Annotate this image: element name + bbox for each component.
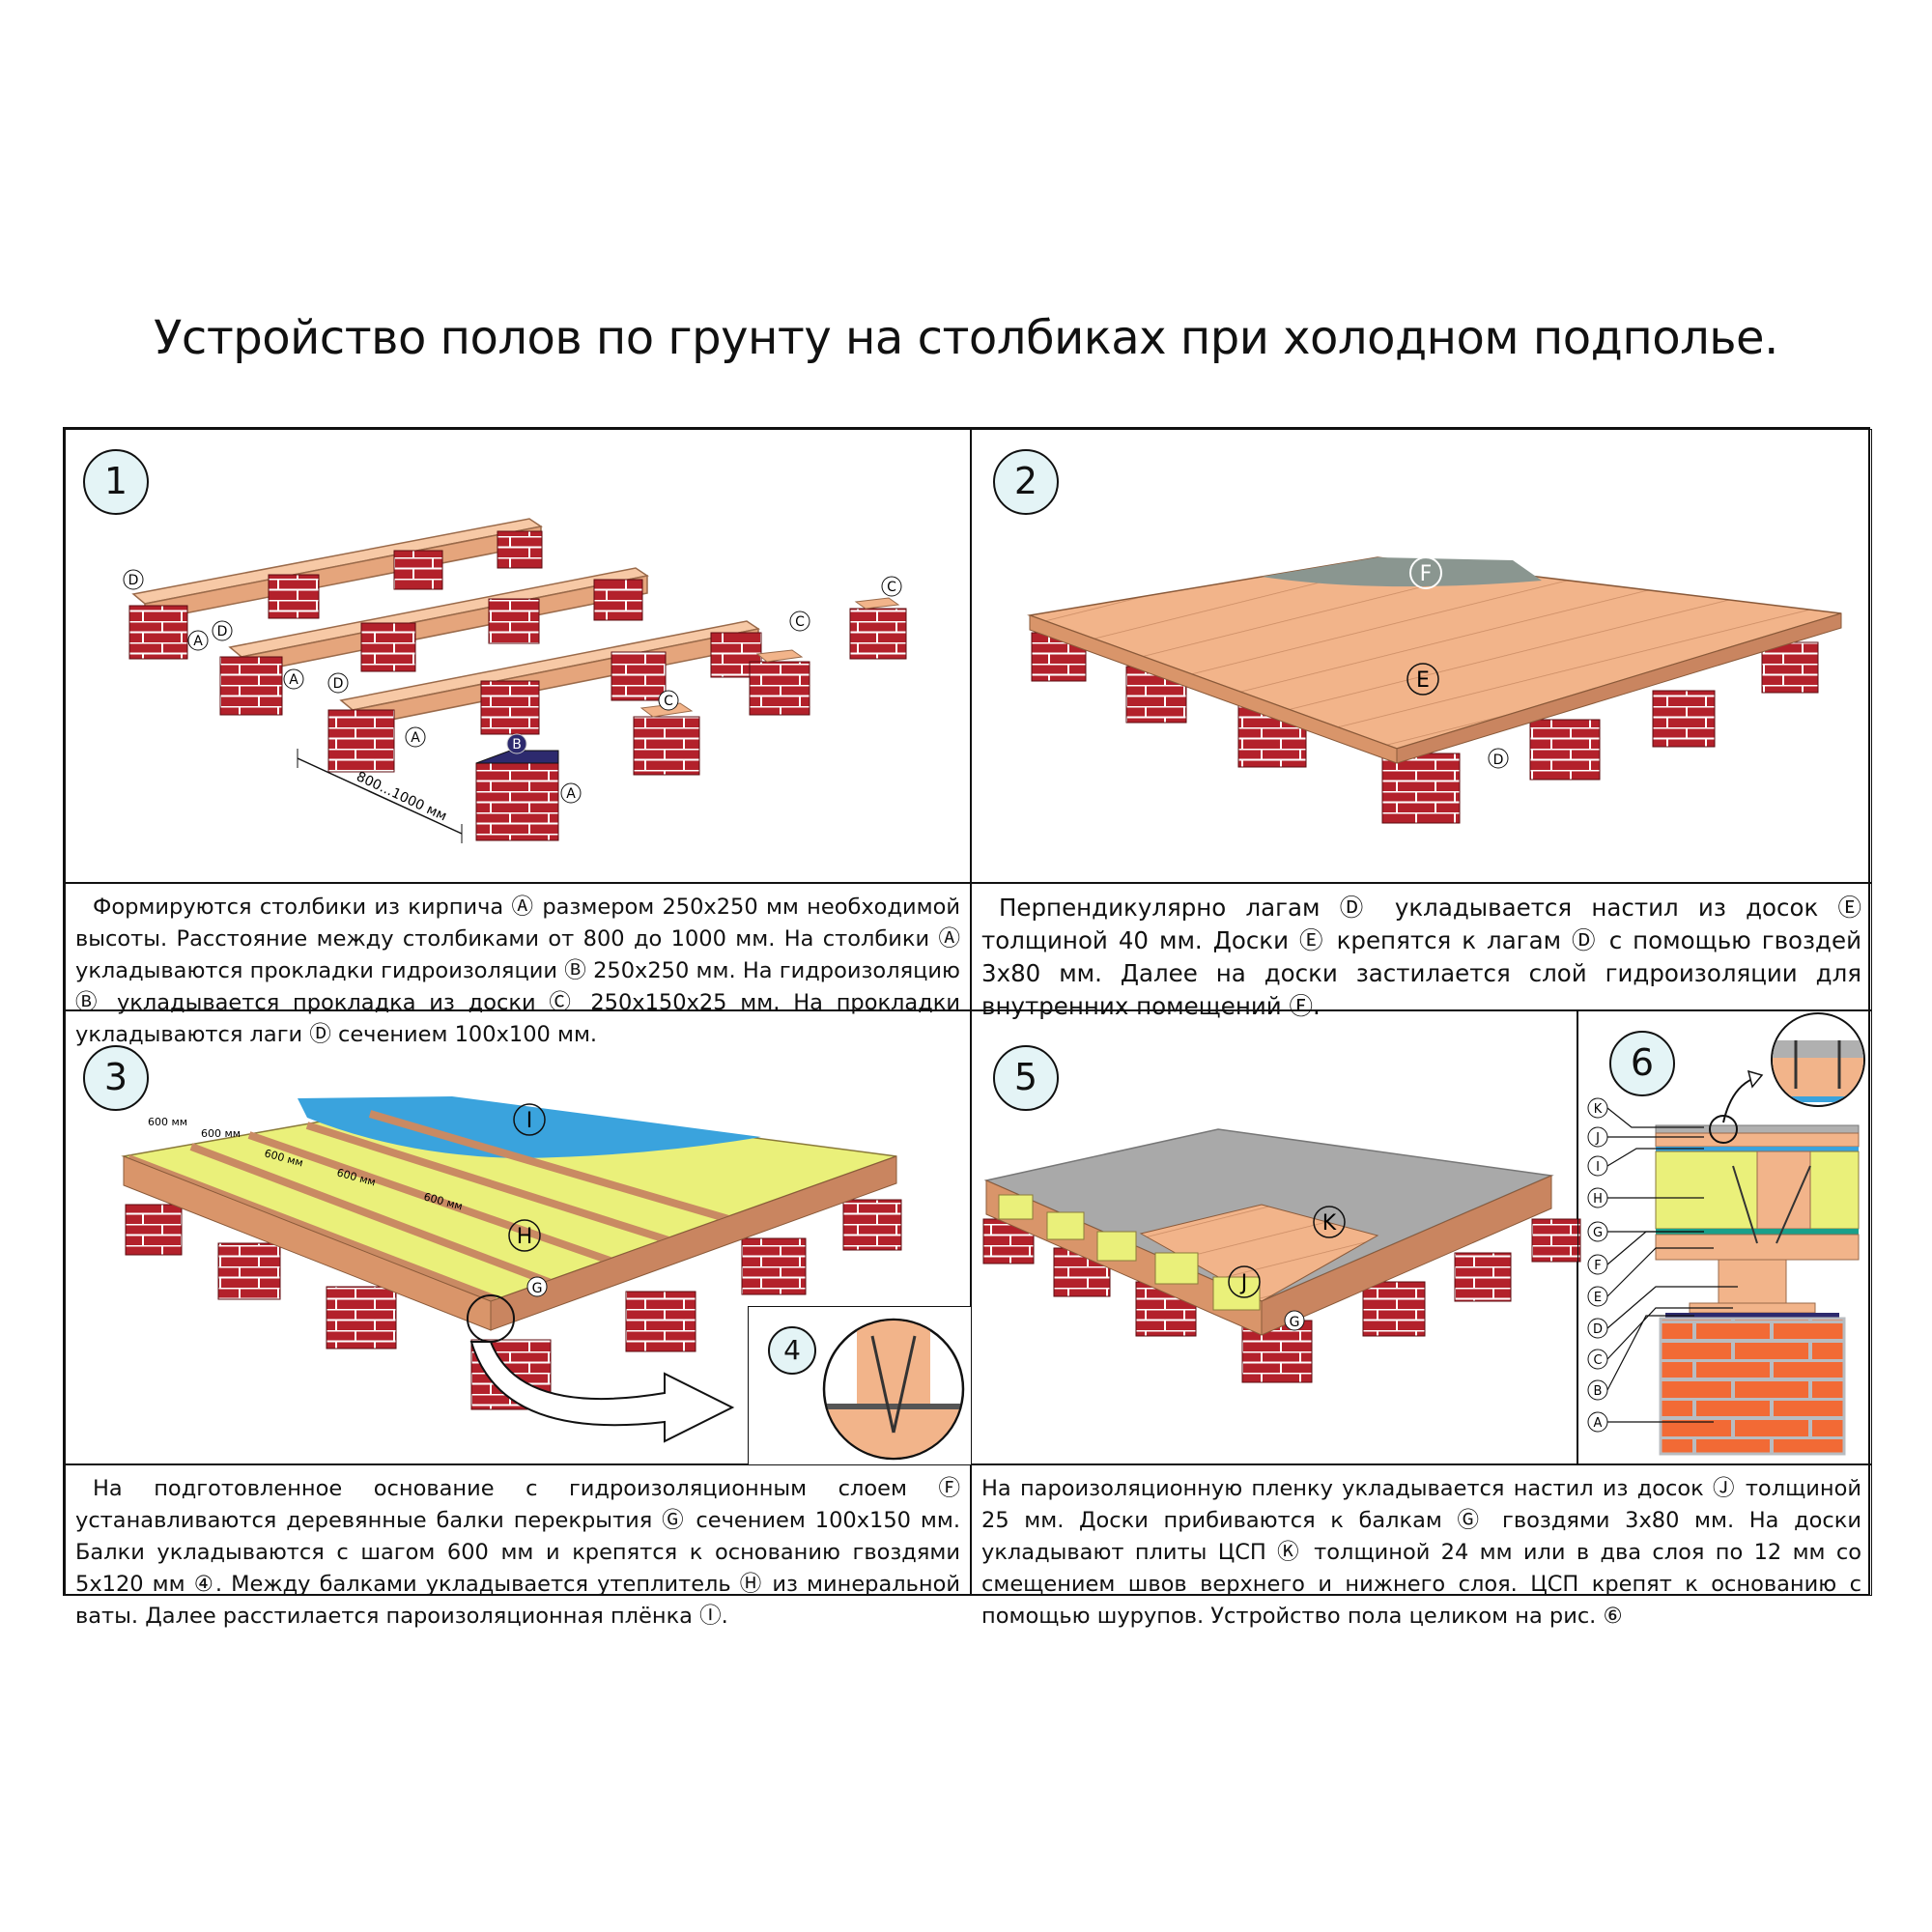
csp-posts — [982, 1218, 1581, 1383]
svg-text:I: I — [1596, 1160, 1600, 1175]
callout-markers: I H G — [508, 1103, 548, 1297]
panel-5-csp-boards: 5 K J — [971, 1010, 1581, 1464]
svg-text:D: D — [1593, 1322, 1603, 1337]
panel-1-brick-posts: 1 — [65, 429, 971, 883]
nail-detail-illustration — [822, 1318, 965, 1461]
step-1-description: Формируются столбики из кирпича Ⓐ размер… — [65, 883, 971, 1047]
deck-posts — [1031, 632, 1819, 824]
svg-text:K: K — [1322, 1211, 1337, 1236]
step-number-badge: 4 — [768, 1326, 816, 1375]
panel-3-floor-beams: 3 600 мм — [65, 1010, 972, 1465]
svg-text:D: D — [1493, 753, 1504, 768]
svg-text:A: A — [1594, 1416, 1603, 1431]
svg-text:B: B — [1594, 1384, 1603, 1399]
callout-markers: D D D A A A A B C C C — [123, 569, 902, 804]
svg-text:A: A — [566, 786, 576, 802]
step-5-description: На пароизоляционную пленку укладывается … — [971, 1464, 1872, 1629]
csp-boards-illustration: K J G — [982, 1128, 1581, 1383]
svg-text:C: C — [1593, 1353, 1602, 1368]
svg-text:J: J — [1595, 1131, 1600, 1146]
svg-text:F: F — [1594, 1259, 1601, 1273]
step-3-description: На подготовленное основание с гидроизоля… — [65, 1464, 971, 1629]
svg-text:H: H — [1593, 1192, 1603, 1207]
step-number-badge: 3 — [83, 1045, 149, 1111]
svg-text:K: K — [1594, 1102, 1603, 1117]
svg-text:G: G — [1290, 1315, 1300, 1330]
svg-text:C: C — [887, 580, 896, 595]
waterproofing-layer — [1262, 557, 1542, 587]
svg-text:G: G — [532, 1281, 543, 1296]
floor-beams — [127, 1110, 753, 1303]
svg-text:G: G — [1593, 1226, 1603, 1240]
svg-text:600 мм: 600 мм — [201, 1127, 241, 1140]
callout-markers: K J G — [1228, 1206, 1346, 1331]
step-number-badge: 5 — [993, 1045, 1059, 1111]
svg-text:H: H — [517, 1225, 533, 1249]
instruction-sheet: 1 — [63, 427, 1872, 1629]
panel-4-nail-detail: 4 — [748, 1306, 972, 1465]
panel-2-board-deck: 2 F E D — [971, 429, 1872, 883]
svg-text:A: A — [411, 730, 420, 746]
svg-text:E: E — [1416, 668, 1430, 693]
svg-text:C: C — [795, 614, 805, 630]
floor-cross-section-illustration: K J I H G F E D C B A — [1587, 1012, 1865, 1456]
dimension-line — [297, 757, 463, 835]
brick-posts-illustration: 800...1000 мм D D D A A A A B C C C — [123, 518, 907, 843]
svg-text:E: E — [1594, 1291, 1602, 1305]
floor-beams-illustration: 600 мм 600 мм 600 мм 600 мм 600 мм I H G — [121, 1096, 902, 1443]
board-deck-illustration: F E D — [1027, 556, 1842, 824]
svg-text:J: J — [1239, 1271, 1248, 1295]
layer-labels: K J I H G F E D C B A — [1587, 1097, 1608, 1433]
svg-text:F: F — [1420, 562, 1433, 586]
callout-markers: F E D — [1406, 556, 1509, 769]
leader-lines — [1606, 1107, 1738, 1423]
detail-arrow — [469, 1341, 735, 1443]
svg-text:D: D — [128, 573, 139, 588]
svg-text:C: C — [664, 694, 673, 709]
insulation-blocks — [998, 1194, 1261, 1311]
svg-text:A: A — [193, 634, 203, 649]
step-number-badge: 6 — [1609, 1031, 1675, 1096]
svg-text:A: A — [289, 672, 298, 688]
svg-text:B: B — [512, 737, 522, 753]
page-title: Устройство полов по грунту на столбиках … — [154, 311, 1778, 365]
step-number-badge: 1 — [83, 449, 149, 515]
svg-text:D: D — [333, 676, 344, 692]
brick-posts — [128, 530, 907, 841]
vapor-barrier-film — [298, 1096, 761, 1158]
dimension-label: 800...1000 мм — [354, 769, 449, 824]
svg-text:D: D — [217, 624, 228, 639]
step-2-description: Перпендикулярно лагам Ⓓ укладывается нас… — [971, 883, 1872, 1020]
panel-6-floor-cross-section: 6 — [1577, 1010, 1872, 1464]
step-number-badge: 2 — [993, 449, 1059, 515]
svg-text:600 мм: 600 мм — [148, 1116, 187, 1128]
svg-text:I: I — [526, 1109, 533, 1133]
